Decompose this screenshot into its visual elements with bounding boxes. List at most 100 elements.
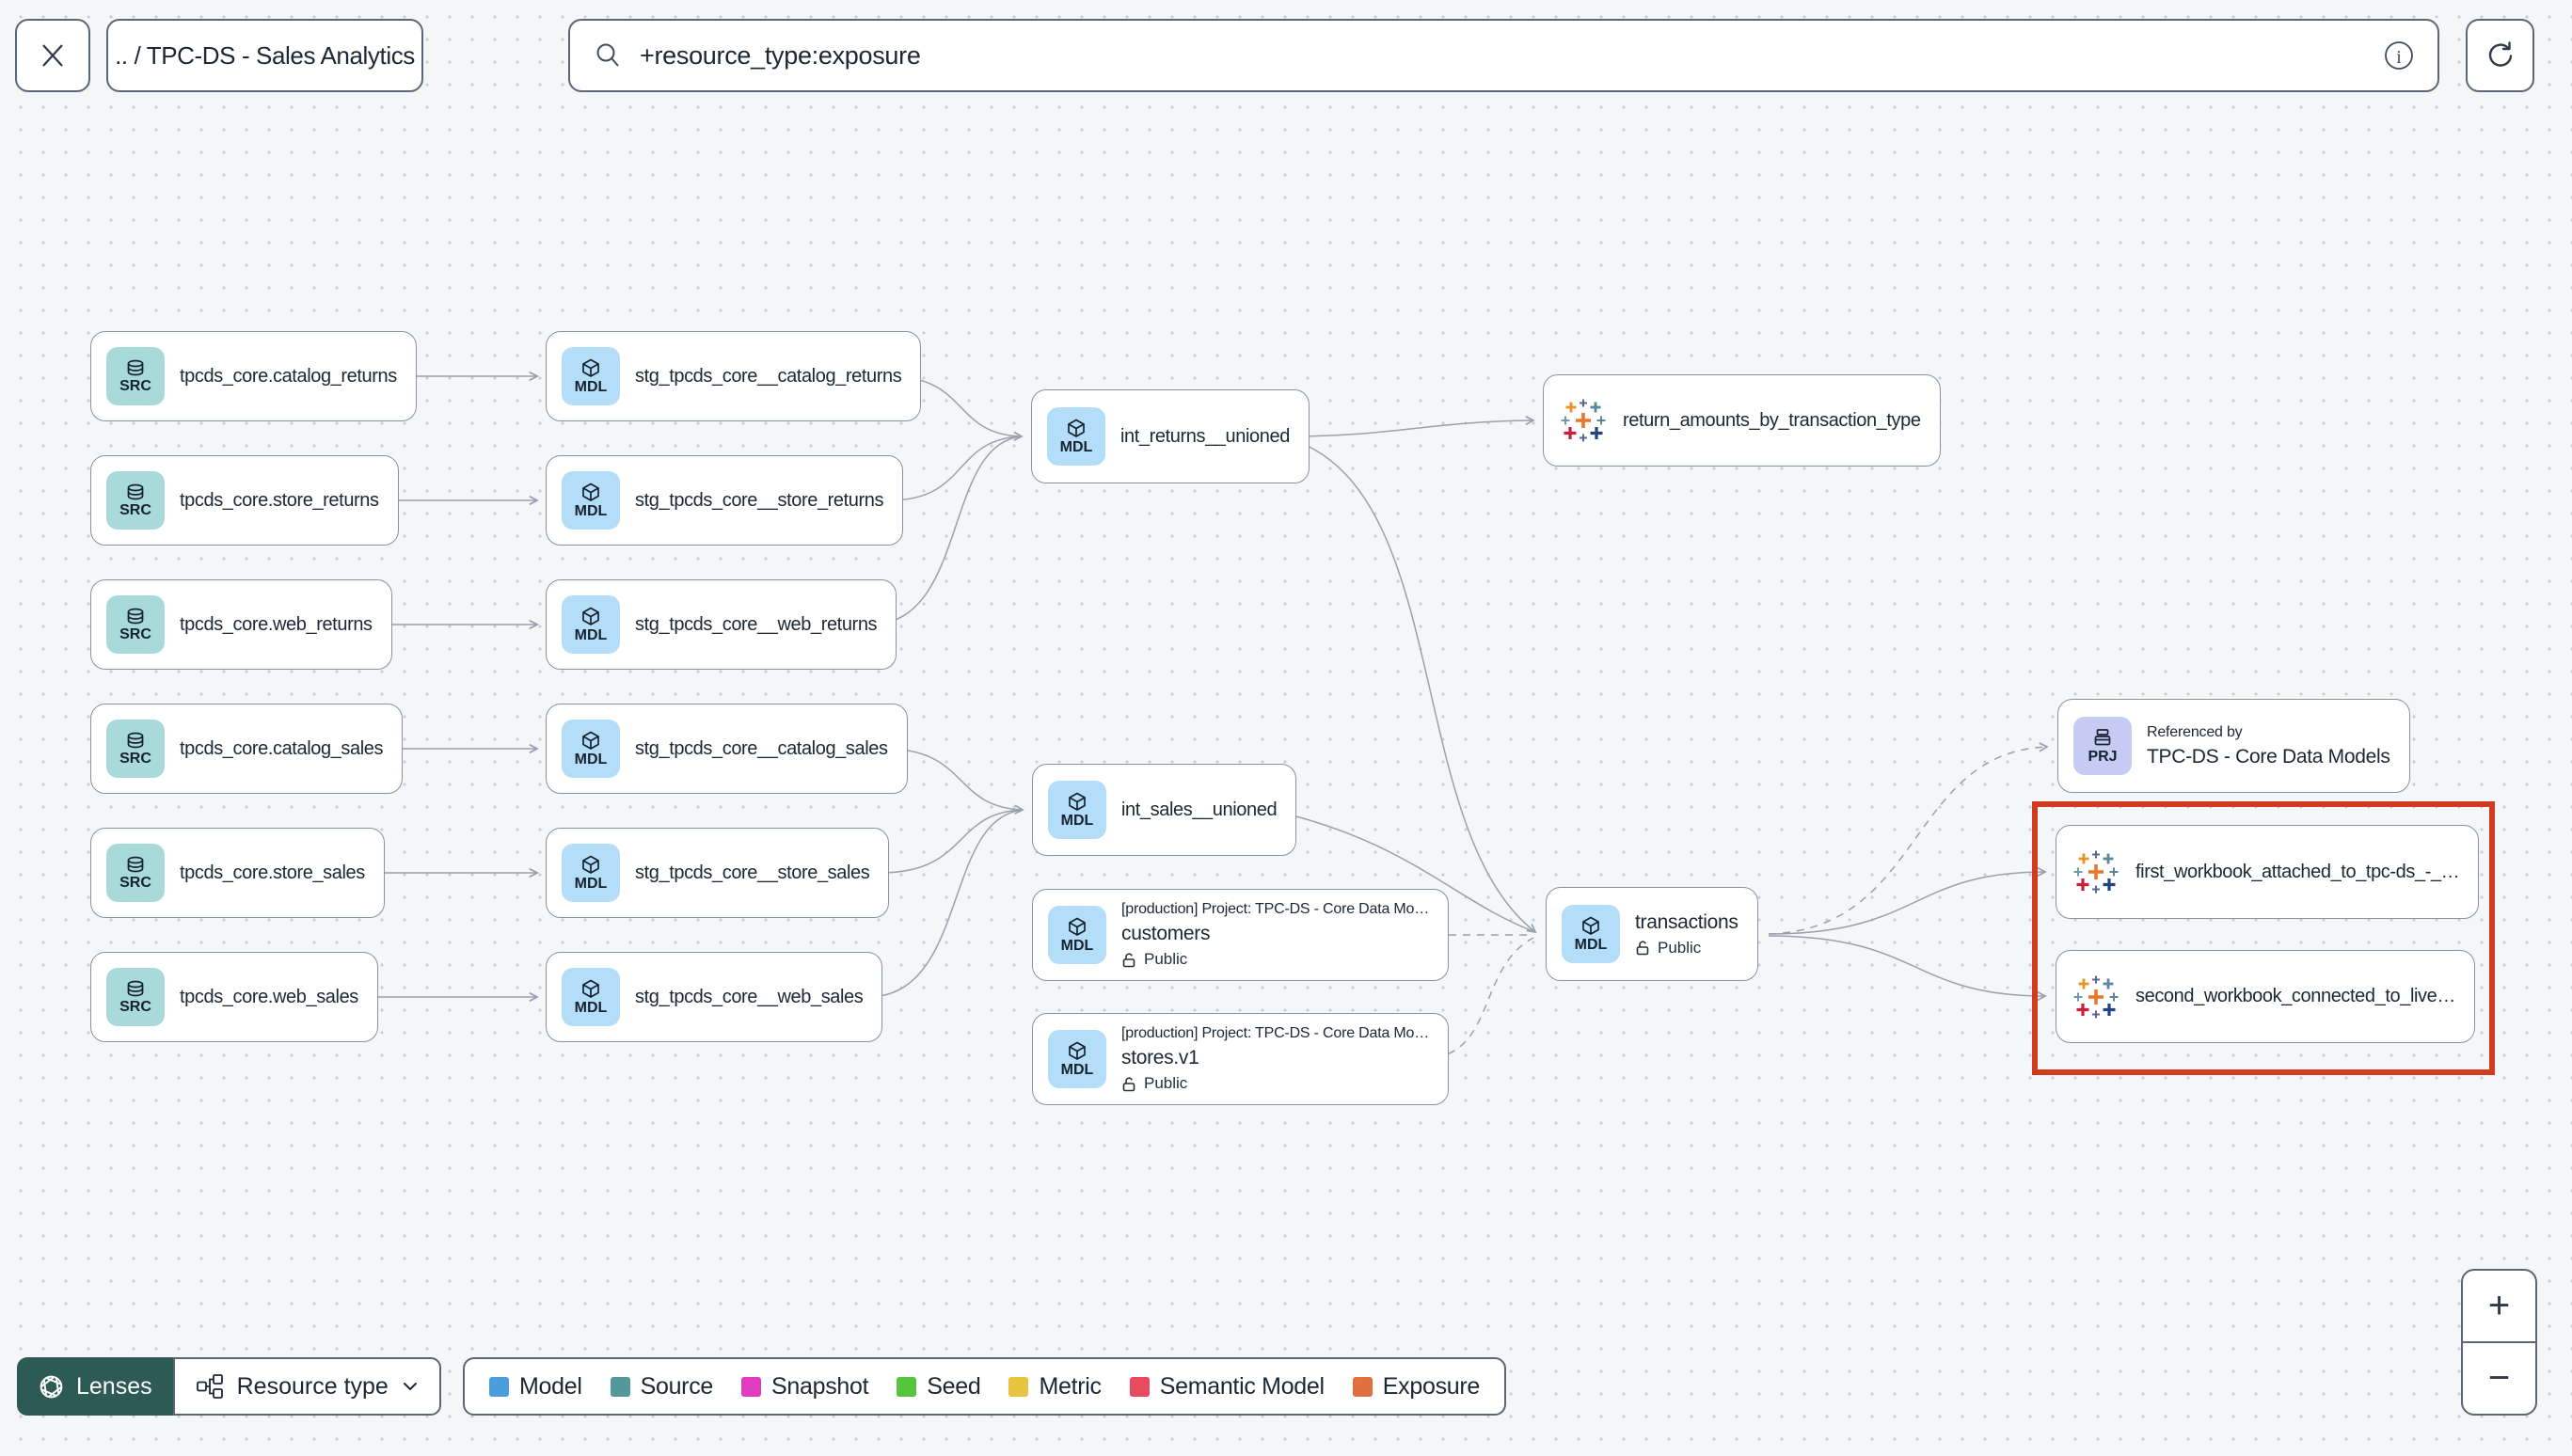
- cube-icon: [582, 731, 599, 750]
- legend: Model Source Snapshot Seed Metric Semant…: [463, 1357, 1506, 1416]
- model-badge: MDL: [1047, 407, 1105, 466]
- node-label: customers: [1121, 923, 1211, 944]
- node-project-line: [production] Project: TPC-DS - Core Data…: [1121, 901, 1430, 917]
- model-badge: MDL: [562, 347, 620, 405]
- lenses-button[interactable]: Lenses: [17, 1357, 173, 1416]
- node-source-web-sales[interactable]: SRC tpcds_core.web_sales: [90, 952, 378, 1042]
- legend-item-source: Source: [610, 1373, 713, 1401]
- node-label: int_returns__unioned: [1120, 425, 1290, 447]
- node-stg-store-sales[interactable]: MDL stg_tpcds_core__store_sales: [546, 828, 890, 918]
- legend-item-seed: Seed: [897, 1373, 981, 1401]
- cube-icon: [1069, 792, 1086, 811]
- node-stg-web-sales[interactable]: MDL stg_tpcds_core__web_sales: [546, 952, 883, 1042]
- source-badge: SRC: [106, 595, 165, 654]
- database-icon: [127, 732, 144, 749]
- node-label: stores.v1: [1121, 1047, 1199, 1068]
- node-int-sales-unioned[interactable]: MDL int_sales__unioned: [1032, 764, 1297, 856]
- search-bar[interactable]: i: [568, 19, 2439, 92]
- legend-item-exposure: Exposure: [1352, 1373, 1480, 1401]
- project-icon: [2094, 729, 2111, 746]
- lenses-group: Lenses Resource type: [17, 1357, 441, 1416]
- cube-icon: [582, 979, 599, 998]
- database-icon: [127, 608, 144, 625]
- node-source-store-sales[interactable]: SRC tpcds_core.store_sales: [90, 828, 385, 918]
- access-row: Public: [1121, 1074, 1429, 1093]
- cube-icon: [1582, 916, 1599, 935]
- tableau-icon: [1559, 397, 1608, 444]
- node-label: tpcds_core.store_sales: [180, 862, 365, 883]
- legend-swatch: [489, 1376, 509, 1397]
- close-button[interactable]: [15, 19, 90, 92]
- access-row: Public: [1121, 950, 1429, 969]
- unlock-icon: [1636, 941, 1649, 956]
- chevron-down-icon: [403, 1383, 417, 1390]
- tableau-icon: [2072, 848, 2120, 895]
- legend-swatch: [1129, 1376, 1150, 1397]
- source-badge: SRC: [106, 720, 165, 778]
- node-label: transactions: [1635, 910, 1738, 933]
- node-label: tpcds_core.web_sales: [180, 986, 358, 1007]
- node-source-store-returns[interactable]: SRC tpcds_core.store_returns: [90, 455, 399, 546]
- legend-swatch: [741, 1376, 762, 1397]
- node-project-line: [production] Project: TPC-DS - Core Data…: [1121, 1025, 1430, 1041]
- resource-type-dropdown[interactable]: Resource type: [172, 1357, 441, 1416]
- node-stg-store-returns[interactable]: MDL stg_tpcds_core__store_returns: [546, 455, 904, 546]
- source-badge: SRC: [106, 968, 165, 1026]
- unlock-icon: [1122, 1076, 1135, 1091]
- node-exposure-second-workbook[interactable]: second_workbook_connected_to_live…: [2056, 950, 2475, 1043]
- database-icon: [127, 856, 144, 873]
- node-referenced-by-project[interactable]: PRJ Referenced by TPC-DS - Core Data Mod…: [2057, 699, 2410, 793]
- node-stores-v1[interactable]: MDL [production] Project: TPC-DS - Core …: [1032, 1013, 1450, 1105]
- node-customers[interactable]: MDL [production] Project: TPC-DS - Core …: [1032, 889, 1450, 981]
- node-stg-web-returns[interactable]: MDL stg_tpcds_core__web_returns: [546, 579, 897, 670]
- node-label: second_workbook_connected_to_live…: [2135, 986, 2455, 1006]
- zoom-in-button[interactable]: +: [2463, 1271, 2535, 1343]
- node-transactions[interactable]: MDL transactions Public: [1546, 887, 1758, 981]
- node-source-catalog-returns[interactable]: SRC tpcds_core.catalog_returns: [90, 331, 417, 421]
- node-stg-catalog-returns[interactable]: MDL stg_tpcds_core__catalog_returns: [546, 331, 922, 421]
- lenses-label: Lenses: [76, 1372, 152, 1400]
- node-label: int_sales__unioned: [1121, 799, 1278, 820]
- svg-text:i: i: [2396, 47, 2402, 68]
- node-source-web-returns[interactable]: SRC tpcds_core.web_returns: [90, 579, 392, 670]
- refresh-icon: [2488, 41, 2512, 67]
- cube-icon: [1069, 917, 1086, 936]
- refresh-button[interactable]: [2466, 19, 2534, 92]
- node-label: stg_tpcds_core__catalog_returns: [635, 365, 902, 387]
- legend-item-snapshot: Snapshot: [741, 1373, 869, 1401]
- project-badge: PRJ: [2073, 717, 2132, 775]
- node-exposure-first-workbook[interactable]: first_workbook_attached_to_tpc-ds_-_…: [2056, 825, 2480, 919]
- breadcrumb[interactable]: .. / TPC-DS - Sales Analytics: [106, 19, 423, 92]
- node-stg-catalog-sales[interactable]: MDL stg_tpcds_core__catalog_sales: [546, 704, 908, 794]
- node-source-catalog-sales[interactable]: SRC tpcds_core.catalog_sales: [90, 704, 404, 794]
- database-icon: [127, 980, 144, 997]
- node-int-returns-unioned[interactable]: MDL int_returns__unioned: [1031, 389, 1310, 483]
- model-badge: MDL: [1048, 1030, 1106, 1088]
- legend-swatch: [1008, 1376, 1029, 1397]
- node-exposure-return-amounts[interactable]: return_amounts_by_transaction_type: [1543, 374, 1941, 467]
- node-label: stg_tpcds_core__web_sales: [635, 986, 864, 1007]
- info-icon[interactable]: i: [2383, 40, 2415, 71]
- node-label: tpcds_core.store_returns: [180, 489, 379, 511]
- legend-item-semantic-model: Semantic Model: [1129, 1373, 1325, 1401]
- node-label: tpcds_core.catalog_sales: [180, 737, 384, 759]
- source-badge: SRC: [106, 471, 165, 530]
- legend-swatch: [610, 1376, 630, 1397]
- zoom-out-button[interactable]: −: [2487, 1357, 2511, 1399]
- node-label: tpcds_core.web_returns: [180, 613, 373, 635]
- source-badge: SRC: [106, 844, 165, 902]
- model-badge: MDL: [562, 471, 620, 530]
- referenced-by-title: Referenced by: [2147, 723, 2243, 740]
- node-label: return_amounts_by_transaction_type: [1623, 409, 1921, 431]
- node-label: stg_tpcds_core__store_returns: [635, 489, 884, 511]
- search-icon: [596, 43, 619, 67]
- unlock-icon: [1122, 952, 1135, 967]
- model-badge: MDL: [562, 844, 620, 902]
- highlight-rectangle: [2032, 801, 2495, 1075]
- search-input[interactable]: [638, 40, 2368, 71]
- aperture-icon: [40, 1375, 63, 1398]
- cube-icon: [582, 358, 599, 377]
- cube-icon: [1069, 1041, 1086, 1060]
